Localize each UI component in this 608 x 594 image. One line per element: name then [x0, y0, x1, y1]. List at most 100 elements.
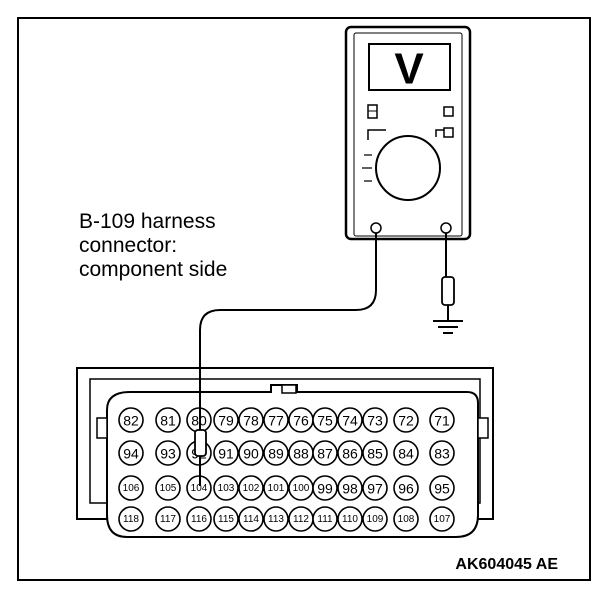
pin-number: 84 [398, 446, 414, 462]
pin-number: 109 [367, 514, 384, 525]
pin-number: 106 [123, 483, 140, 494]
side-latch-left [96, 417, 108, 439]
pin-number: 115 [218, 514, 234, 525]
connector-pin: 72 [393, 407, 419, 433]
pin-number: 114 [243, 514, 259, 525]
pin-number: 103 [218, 483, 235, 494]
pin-number: 74 [342, 413, 358, 429]
connector-pin: 100 [288, 475, 314, 501]
pin-number: 86 [342, 446, 358, 462]
connector-pin: 97 [362, 475, 388, 501]
pin-number: 81 [160, 413, 176, 429]
probe-tip [194, 429, 207, 457]
pin-number: 72 [398, 413, 414, 429]
connector-pin: 77 [263, 407, 289, 433]
pin-number: 110 [342, 514, 358, 525]
outer-frame [17, 17, 591, 581]
connector-pin: 91 [213, 440, 239, 466]
connector-pin: 71 [429, 407, 455, 433]
connector-pin: 115 [213, 506, 239, 532]
connector-pin: 78 [238, 407, 264, 433]
connector-pin: 99 [312, 475, 338, 501]
connector-pin: 110 [337, 506, 363, 532]
pin-number: 87 [317, 446, 333, 462]
connector-pin: 98 [337, 475, 363, 501]
connector-pin: 84 [393, 440, 419, 466]
pin-number: 116 [191, 514, 207, 525]
pin-number: 98 [342, 481, 358, 497]
range-dial [375, 135, 441, 201]
connector-pin: 75 [312, 407, 338, 433]
pin-number: 117 [160, 514, 176, 525]
connector-pin: 101 [263, 475, 289, 501]
connector-pin: 83 [429, 440, 455, 466]
small-button-icon [443, 127, 454, 138]
test-probe-lead [194, 233, 377, 486]
com-jack [370, 222, 382, 234]
connector-pin: 106 [118, 475, 144, 501]
pin-number: 113 [268, 514, 284, 525]
small-button-icon [443, 106, 454, 117]
pin-number: 88 [293, 446, 309, 462]
pin-number: 90 [243, 446, 259, 462]
ground-probe [433, 233, 463, 334]
pin-number: 96 [398, 481, 414, 497]
connector-label: B-109 harness connector: component side [79, 210, 227, 282]
connector-pin: 112 [288, 506, 314, 532]
connector-pin: 109 [362, 506, 388, 532]
connector-pin: 90 [238, 440, 264, 466]
pin-number: 91 [218, 446, 234, 462]
connector-pin: 76 [288, 407, 314, 433]
pin-number: 82 [123, 413, 139, 429]
connector-pin: 103 [213, 475, 239, 501]
connector-pin: 81 [155, 407, 181, 433]
connector-pin: 114 [238, 506, 264, 532]
drawing-code: AK604045 AE [455, 556, 558, 573]
connector-pin: 86 [337, 440, 363, 466]
volt-symbol: V [394, 45, 424, 94]
voltmeter: V [344, 25, 472, 241]
connector-key [281, 384, 297, 394]
pin-number: 77 [268, 413, 284, 429]
pin-number: 76 [293, 413, 309, 429]
pin-number: 71 [434, 413, 450, 429]
pin-number: 107 [434, 514, 451, 525]
connector-pin: 85 [362, 440, 388, 466]
pin-number: 85 [367, 446, 383, 462]
connector-pin: 107 [429, 506, 455, 532]
pin-number: 101 [268, 483, 285, 494]
b-109-connector: 8281807978777675747372719493929190898887… [76, 367, 494, 538]
connector-pin: 88 [288, 440, 314, 466]
meter-inner-rim [353, 32, 463, 237]
connector-label-line: B-109 harness [79, 210, 216, 233]
connector-pin: 104 [186, 475, 212, 501]
pin-number: 105 [160, 483, 177, 494]
pin-number: 73 [367, 413, 383, 429]
volt-jack [440, 222, 452, 234]
connector-pin: 79 [213, 407, 239, 433]
connector-pin: 95 [429, 475, 455, 501]
connector-pin: 118 [118, 506, 144, 532]
side-latch-right [477, 417, 489, 439]
pin-number: 111 [317, 514, 333, 525]
pin-number: 83 [434, 446, 450, 462]
connector-pin: 87 [312, 440, 338, 466]
connector-pin: 113 [263, 506, 289, 532]
pin-number: 89 [268, 446, 284, 462]
pin-number: 108 [398, 514, 415, 525]
pin-number: 99 [317, 481, 333, 497]
connector-pin: 94 [118, 440, 144, 466]
connector-pin: 108 [393, 506, 419, 532]
pin-number: 75 [317, 413, 333, 429]
connector-pin: 102 [238, 475, 264, 501]
pin-number: 100 [293, 483, 310, 494]
connector-label-line: component side [79, 258, 228, 281]
connector-pin: 96 [393, 475, 419, 501]
pin-number: 78 [243, 413, 259, 429]
connector-pin: 82 [118, 407, 144, 433]
pin-number: 104 [191, 483, 208, 494]
connector-pin: 73 [362, 407, 388, 433]
pin-number: 97 [367, 481, 383, 497]
